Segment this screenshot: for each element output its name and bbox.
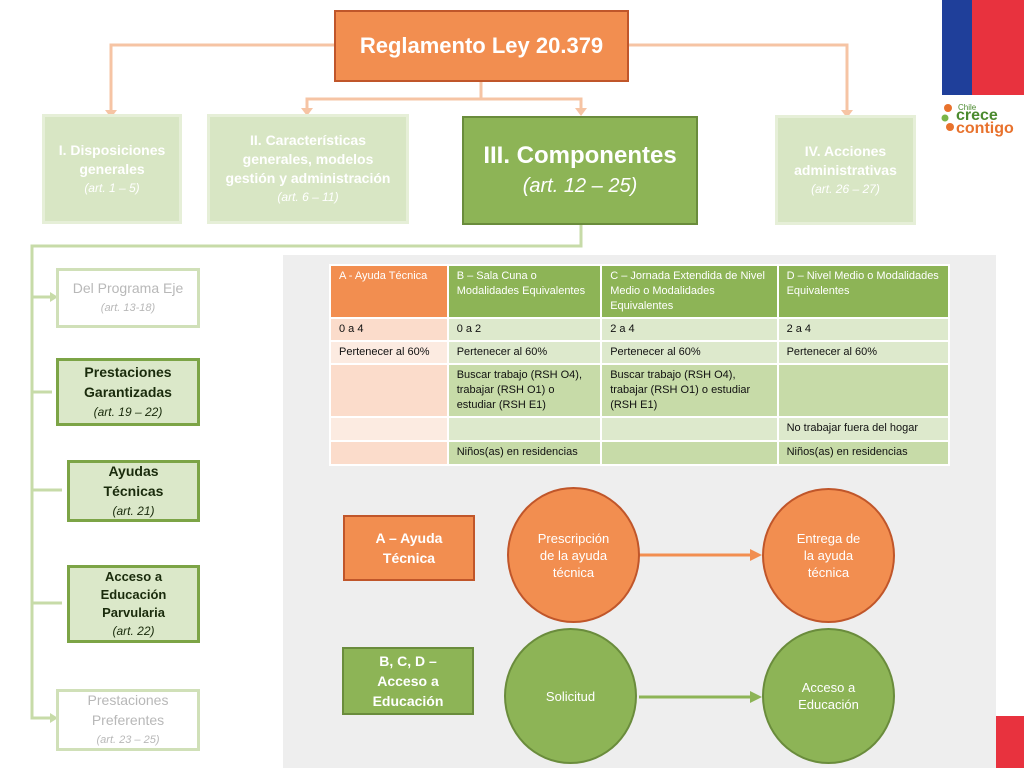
- table-row: Buscar trabajo (RSH O4), trabajar (RSH O…: [329, 363, 951, 418]
- flow-bcd-step-2: Acceso a Educación: [762, 628, 895, 764]
- flow-a-step-2-line-2: la ayuda: [803, 548, 854, 563]
- table-cell: Niños(as) en residencias: [776, 440, 951, 466]
- flow-a-step-2-line-3: técnica: [807, 565, 850, 580]
- section-4: IV. Acciones administrativas (art. 26 – …: [775, 115, 916, 225]
- flow-a-label: A – Ayuda Técnica: [343, 515, 475, 581]
- flow-bcd-label-line-3: Educación: [372, 693, 444, 709]
- page-title: Reglamento Ley 20.379: [334, 10, 629, 82]
- table-cell: [600, 416, 779, 442]
- flow-a-step-1-line-1: Prescripción: [537, 530, 610, 546]
- flag-blue: [942, 0, 972, 95]
- side-item-3-art: (art. 21): [112, 504, 155, 518]
- section-1-line-1: I. Disposiciones: [58, 141, 166, 158]
- table-cell: Pertenecer al 60%: [600, 340, 779, 365]
- side-item-3-line-1: Ayudas: [108, 463, 159, 479]
- table-row: 0 a 4 0 a 2 2 a 4 2 a 4: [329, 317, 951, 342]
- side-item-2-line-2: Garantizadas: [84, 384, 172, 400]
- table-cell: Niños(as) en residencias: [446, 440, 603, 466]
- side-item-4-line-1: Acceso a: [104, 569, 163, 584]
- flag-red: [972, 0, 1024, 95]
- side-item-ayudas-tecnicas: Ayudas Técnicas (art. 21): [67, 460, 200, 522]
- flow-a-step-1-line-3: técnica: [552, 564, 595, 580]
- table-cell: No trabajar fuera del hogar: [776, 416, 951, 442]
- side-item-programa-eje: Del Programa Eje (art. 13-18): [56, 268, 200, 328]
- section-2: II. Características generales, modelos g…: [207, 114, 409, 224]
- table-cell: [329, 440, 449, 466]
- flow-a-label-line-2: Técnica: [382, 550, 436, 566]
- logo-small-text: Chile: [958, 103, 977, 112]
- side-item-2-art: (art. 19 – 22): [93, 405, 163, 419]
- section-1-line-2: generales: [79, 160, 145, 177]
- side-item-1-art: (art. 13-18): [100, 302, 156, 314]
- side-item-acceso-educacion: Acceso a Educación Parvularia (art. 22): [67, 565, 200, 643]
- flow-bcd-label-line-2: Acceso a: [377, 673, 439, 689]
- benefits-table: A - Ayuda Técnica B – Sala Cuna o Modali…: [329, 264, 951, 466]
- table-header-b: B – Sala Cuna o Modalidades Equivalentes: [446, 264, 603, 319]
- side-item-3-line-2: Técnicas: [103, 483, 164, 499]
- side-item-5-art: (art. 23 – 25): [96, 734, 160, 746]
- flow-bcd-label-line-1: B, C, D –: [379, 653, 437, 669]
- table-header-a: A - Ayuda Técnica: [329, 264, 449, 319]
- crece-contigo-logo: [940, 102, 1020, 142]
- table-header-c: C – Jornada Extendida de Nivel Medio o M…: [600, 264, 779, 319]
- section-2-art: (art. 6 – 11): [277, 190, 339, 204]
- table-header-d: D – Nivel Medio o Modalidades Equivalent…: [776, 264, 951, 319]
- table-cell: 2 a 4: [600, 317, 779, 342]
- flow-bcd-step-1: Solicitud: [504, 628, 637, 764]
- section-4-line-1: IV. Acciones: [804, 142, 887, 159]
- side-item-5-line-2: Preferentes: [91, 712, 165, 728]
- flow-a-step-1: Prescripción de la ayuda técnica: [507, 487, 640, 623]
- side-item-prestaciones-garantizadas: Prestaciones Garantizadas (art. 19 – 22): [56, 358, 200, 426]
- section-2-line-2: generales, modelos: [242, 151, 374, 167]
- section-4-line-2: administrativas: [794, 161, 897, 178]
- flow-bcd-step-1-line-1: Solicitud: [545, 688, 596, 704]
- flag-stripe-bottom: [996, 716, 1024, 768]
- side-item-4-line-2: Educación: [100, 587, 167, 602]
- table-cell: [446, 416, 603, 442]
- flow-bcd-label: B, C, D – Acceso a Educación: [342, 647, 474, 715]
- table-cell: Pertenecer al 60%: [776, 340, 951, 365]
- section-3-art: (art. 12 – 25): [522, 174, 638, 197]
- side-item-2-line-1: Prestaciones: [84, 364, 172, 380]
- section-2-line-1: II. Características: [250, 132, 366, 148]
- table-cell: [329, 416, 449, 442]
- table-header-row: A - Ayuda Técnica B – Sala Cuna o Modali…: [329, 264, 951, 319]
- flow-a-label-line-1: A – Ayuda: [375, 530, 443, 546]
- table-cell: 0 a 2: [446, 317, 603, 342]
- side-item-4-art: (art. 22): [112, 624, 155, 638]
- section-1: I. Disposiciones generales (art. 1 – 5): [42, 114, 182, 224]
- flow-a-step-2-line-1: Entrega de: [796, 531, 861, 546]
- section-1-art: (art. 1 – 5): [84, 180, 140, 195]
- logo-contigo-text: contigo: [956, 120, 1014, 137]
- table-cell: Pertenecer al 60%: [446, 340, 603, 365]
- flow-bcd-step-2-line-1: Acceso a: [801, 680, 856, 695]
- logo-figure-icon: [941, 104, 954, 131]
- table-cell: Buscar trabajo (RSH O4), trabajar (RSH O…: [446, 363, 603, 418]
- table-row: Pertenecer al 60% Pertenecer al 60% Pert…: [329, 340, 951, 365]
- flow-bcd-step-2-line-2: Educación: [798, 697, 859, 712]
- flow-a-step-2: Entrega de la ayuda técnica: [762, 488, 895, 623]
- section-3-line-1: III. Componentes: [483, 141, 677, 169]
- logo-crece-text: crece: [956, 107, 998, 124]
- section-3: III. Componentes (art. 12 – 25): [462, 116, 698, 225]
- table-cell: [329, 363, 449, 418]
- section-4-art: (art. 26 – 27): [811, 181, 880, 196]
- table-row: Niños(as) en residencias Niños(as) en re…: [329, 440, 951, 466]
- table-cell: Buscar trabajo (RSH O4), trabajar (RSH O…: [600, 363, 779, 418]
- side-item-5-line-1: Prestaciones: [87, 692, 169, 708]
- flow-a-step-1-line-2: de la ayuda: [539, 547, 608, 563]
- section-2-line-3: gestión y administración: [225, 170, 391, 186]
- table-cell: [776, 363, 951, 418]
- table-cell: Pertenecer al 60%: [329, 340, 449, 365]
- side-item-1-line-1: Del Programa Eje: [72, 280, 184, 296]
- table-cell: 2 a 4: [776, 317, 951, 342]
- table-row: No trabajar fuera del hogar: [329, 416, 951, 442]
- table-cell: 0 a 4: [329, 317, 449, 342]
- table-cell: [600, 440, 779, 466]
- flag-stripe: [942, 0, 1024, 95]
- side-item-4-line-3: Parvularia: [102, 605, 165, 620]
- side-item-prestaciones-preferentes: Prestaciones Preferentes (art. 23 – 25): [56, 689, 200, 751]
